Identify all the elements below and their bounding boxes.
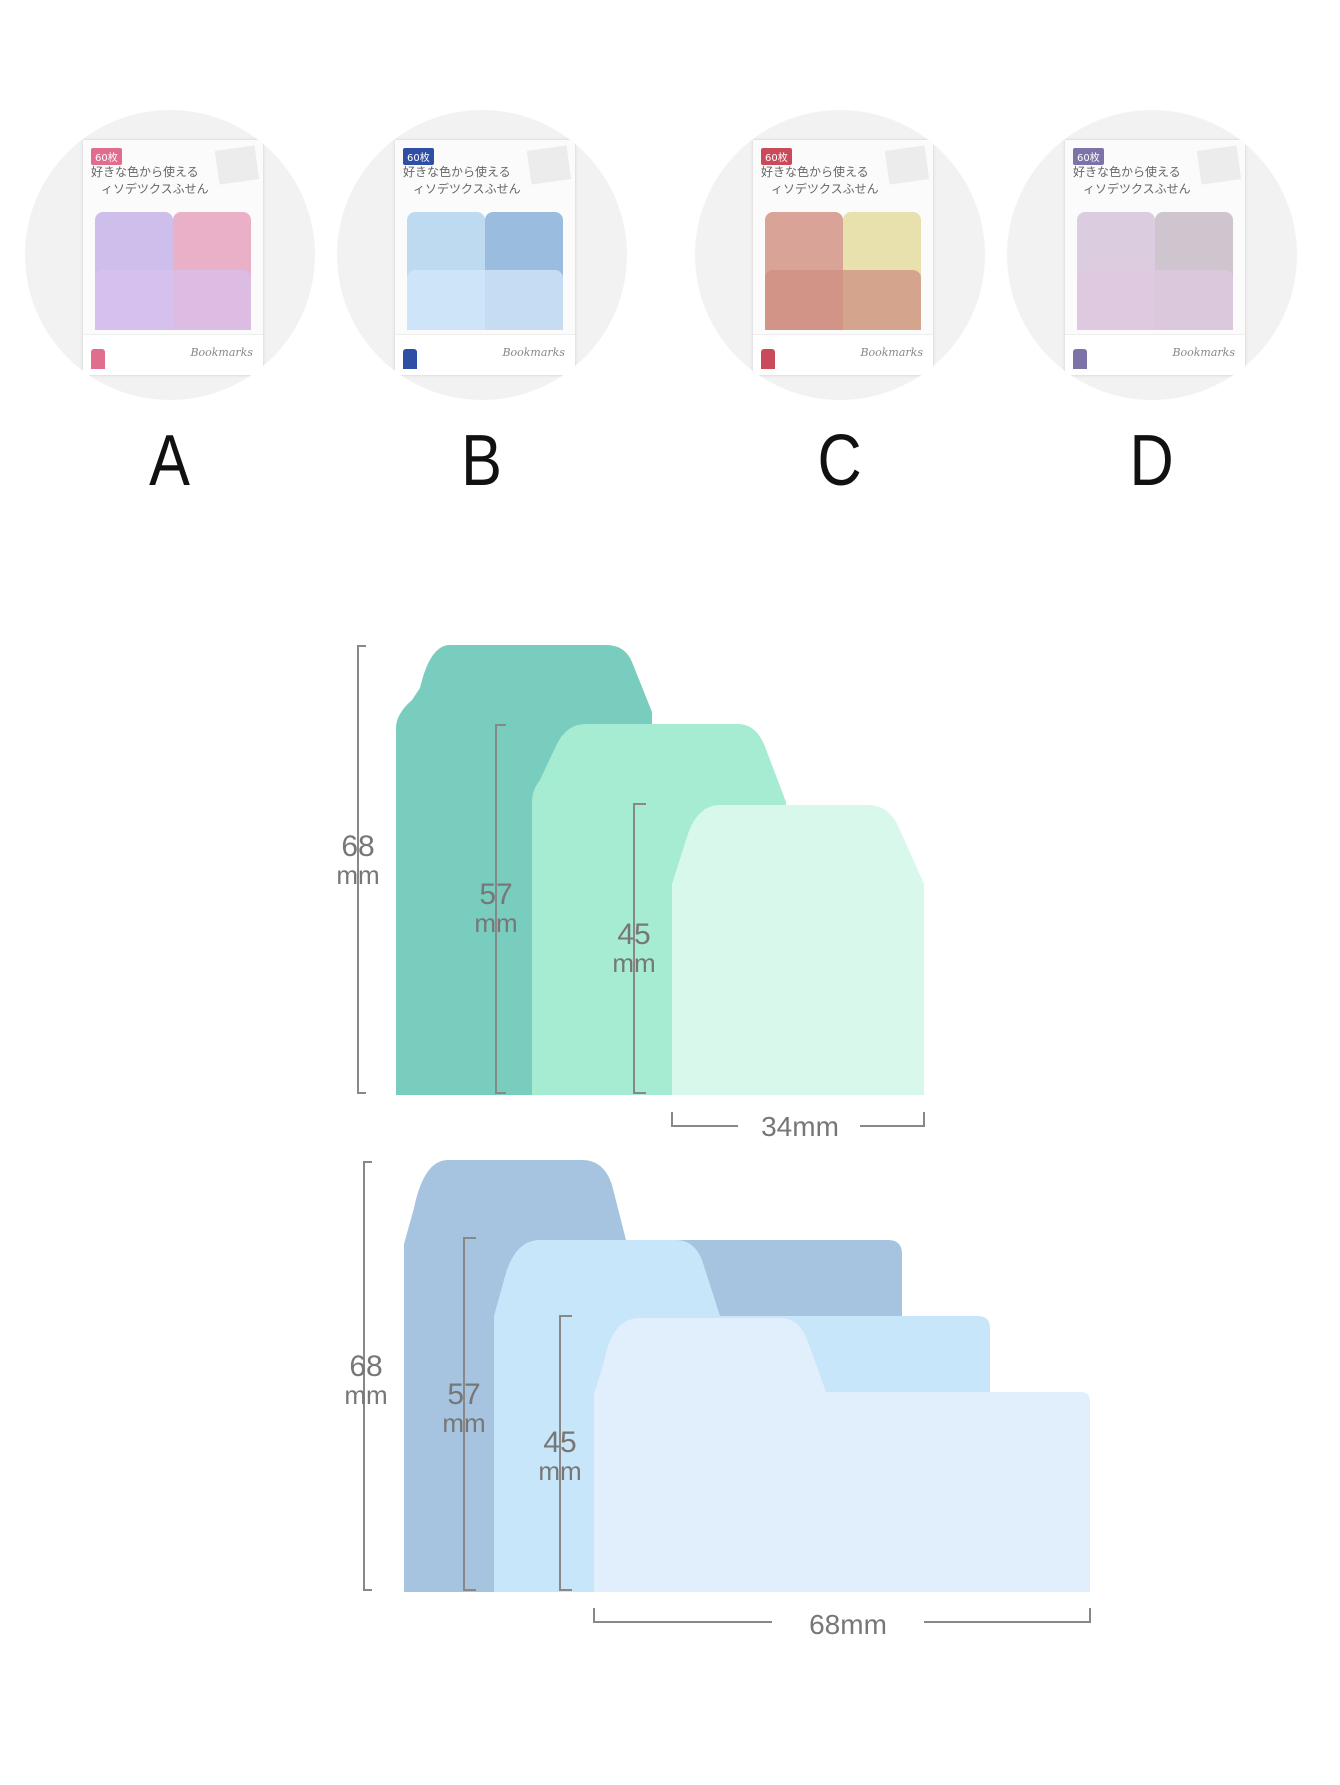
note-tab-front [407, 270, 563, 330]
tab-small-narrow [672, 805, 924, 1095]
product-variant-d[interactable]: 60枚 好きな色から使える ィソデツクスふせん Bookmarks D [1002, 110, 1302, 502]
package-text: 好きな色から使える ィソデツクスふせん [761, 164, 881, 198]
package-line-1: 好きな色から使える [91, 165, 199, 179]
package-footer: Bookmarks [83, 334, 263, 375]
count-badge: 60枚 [403, 148, 434, 165]
height-57-unit: mm [474, 908, 517, 938]
height-45-number: 45 [617, 918, 650, 951]
brand-label: Bookmarks [502, 346, 565, 359]
package-card: 60枚 好きな色から使える ィソデツクスふせん Bookmarks [395, 140, 575, 375]
package-line-2: ィソデツクスふせん [1083, 182, 1191, 196]
product-variant-c[interactable]: 60枚 好きな色から使える ィソデツクスふせん Bookmarks C [690, 110, 990, 502]
note-tab-front [1077, 270, 1233, 330]
brand-label: Bookmarks [860, 346, 923, 359]
count-badge: 60枚 [761, 148, 792, 165]
package-footer: Bookmarks [1065, 334, 1245, 375]
package-text: 好きな色から使える ィソデツクスふせん [403, 164, 523, 198]
brand-mini-logo [761, 349, 775, 369]
variant-letter: D [1129, 421, 1175, 501]
note-tab-front [95, 270, 251, 330]
height-68-number: 68 [349, 1350, 382, 1383]
variant-letter: B [461, 421, 503, 501]
product-photo: 60枚 好きな色から使える ィソデツクスふせん Bookmarks [1007, 110, 1297, 400]
product-photo: 60枚 好きな色から使える ィソデツクスふせん Bookmarks [695, 110, 985, 400]
height-68-unit: mm [344, 1380, 387, 1410]
note-tab-front [765, 270, 921, 330]
package-card: 60枚 好きな色から使える ィソデツクスふせん Bookmarks [753, 140, 933, 375]
package-line-1: 好きな色から使える [761, 165, 869, 179]
brand-mini-logo [91, 349, 105, 369]
tab-medium-wide [494, 1240, 990, 1592]
package-footer: Bookmarks [395, 334, 575, 375]
height-45-number: 45 [543, 1426, 576, 1459]
package-card: 60枚 好きな色から使える ィソデツクスふせん Bookmarks [1065, 140, 1245, 375]
brand-mini-logo [403, 349, 417, 369]
height-57-unit: mm [442, 1408, 485, 1438]
package-footer: Bookmarks [753, 334, 933, 375]
height-68-unit: mm [336, 860, 379, 890]
sample-note-corner [1196, 145, 1242, 185]
count-badge: 60枚 [91, 148, 122, 165]
height-57-number: 57 [447, 1378, 480, 1411]
package-line-1: 好きな色から使える [403, 165, 511, 179]
brand-label: Bookmarks [1172, 346, 1235, 359]
package-text: 好きな色から使える ィソデツクスふせん [1073, 164, 1193, 198]
sample-note-corner [884, 145, 930, 185]
tab-small-wide [594, 1318, 1090, 1592]
package-line-2: ィソデツクスふせん [413, 182, 521, 196]
width-68mm-label: 68mm [809, 1609, 887, 1640]
height-45-unit: mm [538, 1456, 581, 1486]
package-line-2: ィソデツクスふせん [101, 182, 209, 196]
width-34mm-label: 34mm [761, 1111, 839, 1142]
tab-large-narrow [396, 645, 652, 1095]
package-line-2: ィソデツクスふせん [771, 182, 879, 196]
package-card: 60枚 好きな色から使える ィソデツクスふせん Bookmarks [83, 140, 263, 375]
height-45-unit: mm [612, 948, 655, 978]
tab-medium-narrow [532, 724, 786, 1095]
variant-letter: A [149, 421, 191, 501]
product-photo: 60枚 好きな色から使える ィソデツクスふせん Bookmarks [25, 110, 315, 400]
tab-large-wide [404, 1160, 902, 1592]
product-variant-a[interactable]: 60枚 好きな色から使える ィソデツクスふせん Bookmarks A [20, 110, 320, 502]
sample-note-corner [214, 145, 260, 185]
brand-mini-logo [1073, 349, 1087, 369]
height-57-number: 57 [479, 878, 512, 911]
product-variant-b[interactable]: 60枚 好きな色から使える ィソデツクスふせん Bookmarks B [332, 110, 632, 502]
brand-label: Bookmarks [190, 346, 253, 359]
sample-note-corner [526, 145, 572, 185]
package-line-1: 好きな色から使える [1073, 165, 1181, 179]
variant-letter: C [817, 421, 863, 501]
height-68-number: 68 [341, 830, 374, 863]
count-badge: 60枚 [1073, 148, 1104, 165]
package-text: 好きな色から使える ィソデツクスふせん [91, 164, 211, 198]
product-photo: 60枚 好きな色から使える ィソデツクスふせん Bookmarks [337, 110, 627, 400]
